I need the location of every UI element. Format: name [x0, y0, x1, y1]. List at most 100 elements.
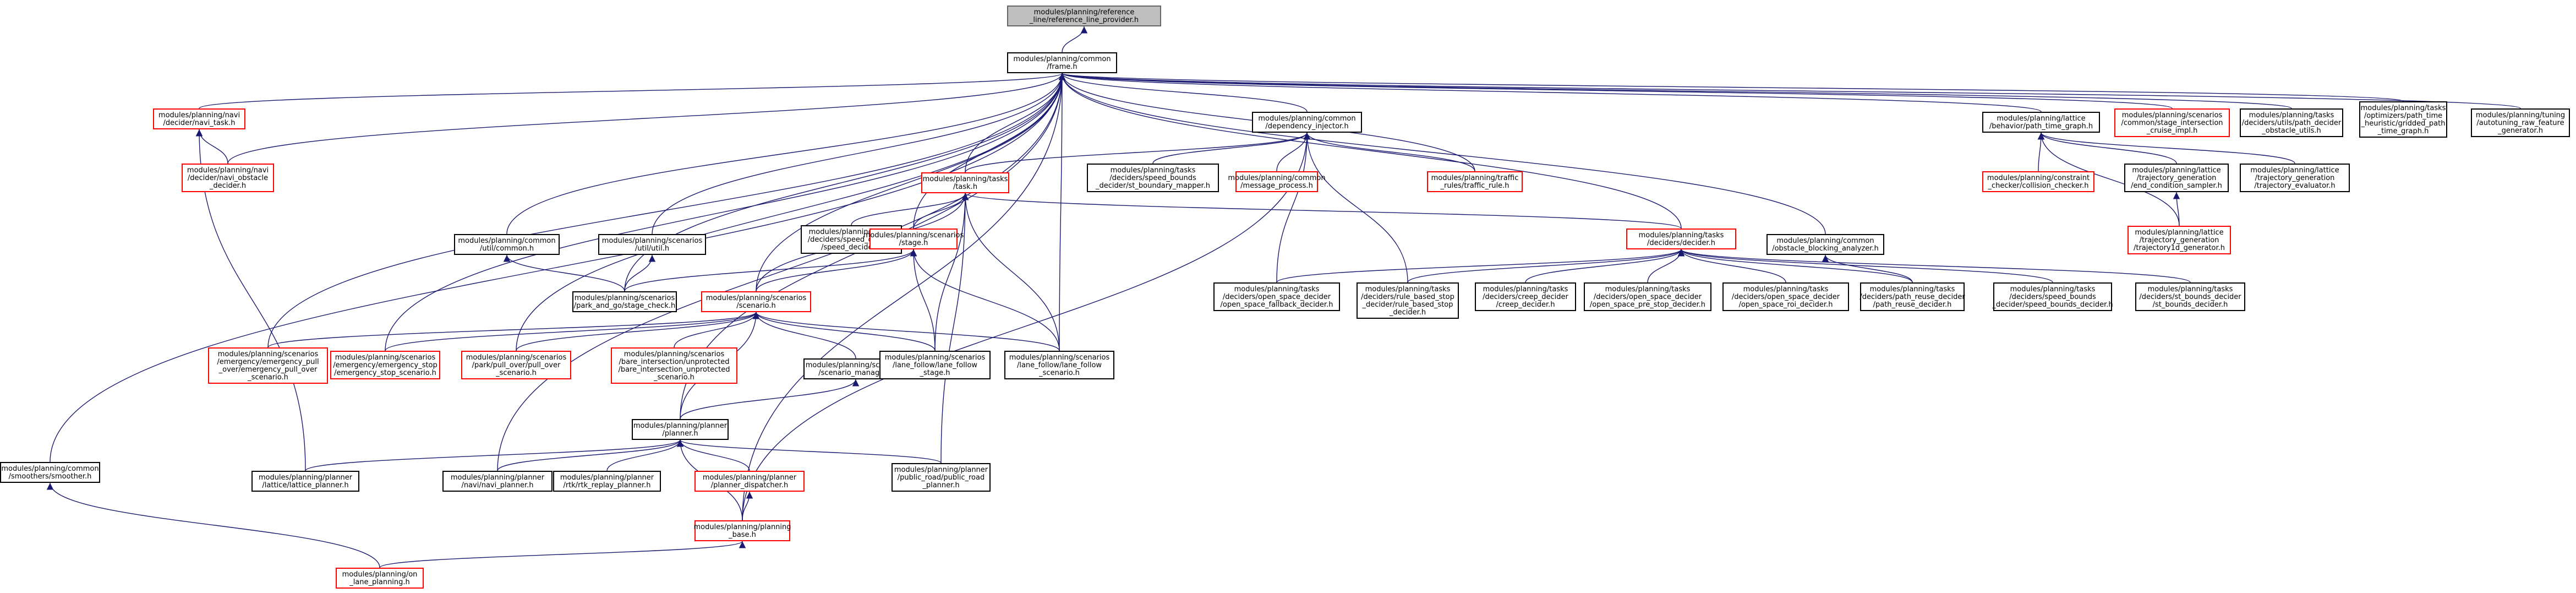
graph-node[interactable]: modules/planning/planner/planner.h: [632, 419, 729, 440]
graph-node[interactable]: modules/planning/planning_base.h: [693, 520, 791, 541]
graph-node[interactable]: modules/planning/traffic_rules/traffic_r…: [1427, 171, 1523, 192]
node-label-line: /optimizers/path_time: [2364, 112, 2442, 120]
node-box: [1993, 282, 2112, 311]
node-label-line: /obstacle_blocking_analyzer.h: [1772, 244, 1879, 253]
graph-node[interactable]: modules/planning/scenarios/util/util.h: [598, 234, 706, 255]
node-label-line: /emergency/emergency_pull: [217, 358, 319, 366]
graph-node[interactable]: modules/planning/tasks/optimizers/path_t…: [2359, 101, 2447, 138]
graph-node[interactable]: modules/planning/tasks/task.h: [921, 172, 1009, 193]
graph-node[interactable]: modules/planning/planner/public_road/pub…: [892, 463, 991, 492]
node-box: [553, 471, 661, 492]
graph-node[interactable]: modules/planning/tasks/deciders/st_bound…: [2135, 282, 2245, 311]
graph-node[interactable]: modules/planning/scenarios/lane_follow/l…: [879, 351, 991, 379]
node-label-line: modules/planning/common: [1776, 237, 1874, 245]
graph-node[interactable]: modules/planning/lattice/trajectory_gene…: [2124, 164, 2229, 192]
graph-node[interactable]: modules/planning/scenarios/emergency/eme…: [330, 351, 440, 379]
node-box: [921, 172, 1009, 193]
node-label-line: /st_bounds_decider.h: [2153, 301, 2228, 309]
edge-n2-to-n1: [199, 73, 1065, 109]
graph-node[interactable]: modules/planning/tasks/deciders/open_spa…: [1584, 282, 1711, 311]
node-label-line: _stage.h: [920, 369, 950, 377]
graph-node[interactable]: modules/planning/navi/decider/navi_task.…: [153, 108, 245, 129]
node-label-line: _planner.h: [922, 481, 959, 489]
graph-node[interactable]: modules/planning/common/frame.h: [1007, 52, 1117, 73]
graph-node[interactable]: modules/planning/common/util/common.h: [454, 234, 560, 255]
graph-node[interactable]: modules/planning/tasks/deciders/decider.…: [1626, 229, 1736, 249]
graph-node[interactable]: modules/planning/scenarios/stage.h: [863, 229, 964, 249]
node-label-line: modules/planning/scenarios: [624, 350, 725, 358]
node-label-line: _scenario.h: [1038, 369, 1080, 377]
node-label-line: modules/planning/lattice: [2250, 166, 2339, 175]
graph-node[interactable]: modules/planning/common/obstacle_blockin…: [1766, 234, 1884, 255]
graph-node[interactable]: modules/planning/scenarios/common/stage_…: [2114, 108, 2230, 137]
graph-node[interactable]: modules/planning/tasks/deciders/utils/pa…: [2240, 108, 2343, 137]
edge-n25-to-n23: [756, 249, 917, 292]
edge-n40-to-n25: [752, 312, 1060, 351]
graph-node[interactable]: modules/planning/lattice/trajectory_gene…: [2127, 226, 2231, 254]
edge-n20-to-n1: [506, 73, 1066, 235]
graph-node[interactable]: modules/planning/lattice/trajectory_gene…: [2240, 164, 2350, 192]
edge-n3-to-n2: [195, 129, 228, 164]
node-label-line: modules/planning/lattice: [2132, 166, 2220, 175]
edge-n35-to-n25: [385, 312, 760, 351]
edge-n17-to-n1: [1059, 73, 2292, 109]
node-label-line: modules/planning/common: [1013, 55, 1111, 63]
node-label-line: modules/planning/common: [1228, 174, 1325, 182]
graph-node[interactable]: modules/planning/scenarios/bare_intersec…: [611, 347, 737, 384]
graph-node[interactable]: modules/planning/tasks/deciders/open_spa…: [1213, 282, 1340, 311]
graph-node[interactable]: modules/planning/common/dependency_injec…: [1252, 112, 1362, 133]
graph-node[interactable]: modules/planning/scenarios/park_and_go/s…: [572, 291, 677, 312]
node-box: [2359, 101, 2447, 138]
node-label-line: /public_road/public_road: [898, 474, 985, 482]
edge-n43-to-n2: [195, 129, 306, 471]
edges-layer: [46, 26, 2521, 568]
graph-node[interactable]: modules/planning/scenarios/scenario.h: [701, 291, 811, 312]
node-label-line: /dependency_injector.h: [1265, 122, 1348, 130]
node-box: [1766, 234, 1884, 255]
edge-n5-to-n1: [965, 73, 1066, 173]
graph-node[interactable]: modules/planning/common/message_process.…: [1228, 171, 1326, 192]
graph-node[interactable]: modules/planning/tasks/deciders/rule_bas…: [1357, 282, 1459, 319]
graph-node[interactable]: modules/planning/navi/decider/navi_obsta…: [182, 164, 274, 192]
node-box: [1235, 171, 1318, 192]
node-label-line: modules/planning/scenarios: [706, 294, 807, 302]
graph-node[interactable]: modules/planning/planner/planner_dispatc…: [694, 471, 805, 492]
node-label-line: modules/planning/lattice: [2135, 229, 2223, 237]
node-label-line: modules/planning/scenarios: [466, 353, 567, 362]
node-label-line: _time_graph.h: [2377, 127, 2429, 135]
edge-n21-to-n1: [652, 73, 1066, 235]
graph-node[interactable]: modules/planning/lattice/behavior/path_t…: [1982, 112, 2100, 133]
graph-node[interactable]: modules/planning/on_lane_planning.h: [336, 568, 424, 589]
edge-n35-to-n1: [385, 73, 1066, 351]
graph-node[interactable]: modules/planning/tasks/deciders/path_reu…: [1859, 282, 1965, 311]
node-box: [598, 234, 706, 255]
graph-node[interactable]: modules/planning/tasks/deciders/speed_bo…: [1992, 282, 2113, 311]
graph-node[interactable]: modules/planning/common/smoothers/smooth…: [0, 462, 100, 483]
graph-node[interactable]: modules/planning/planner/rtk/rtk_replay_…: [553, 471, 661, 492]
graph-node[interactable]: modules/planning/tasks/deciders/open_spa…: [1722, 282, 1849, 311]
graph-node[interactable]: modules/planning/scenarios/emergency/eme…: [208, 347, 328, 384]
edge-n27-to-n4: [1303, 132, 1408, 283]
edge-n40-to-n23: [910, 249, 1060, 351]
node-label-line: modules/planning/scenarios: [2122, 111, 2223, 119]
graph-node[interactable]: modules/planning/scenarios/lane_follow/l…: [1004, 351, 1114, 379]
node-label-line: modules/planning/planner: [633, 422, 728, 430]
graph-node[interactable]: modules/planning/planner/lattice/lattice…: [251, 471, 359, 492]
graph-node[interactable]: modules/planning/tasks/deciders/creep_de…: [1475, 282, 1576, 311]
root-node[interactable]: This graph shows which files directly or…: [1007, 6, 1161, 26]
edge-n9-to-n1: [1058, 73, 1682, 229]
node-label-line: /deciders/st_bounds_decider: [2139, 293, 2241, 301]
node-label-line: modules/planning/planner: [560, 474, 654, 482]
node-label-line: /lane_follow/lane_follow: [893, 361, 977, 369]
edge-n48-to-n4: [742, 132, 1311, 521]
graph-node[interactable]: modules/planning/tasks/deciders/speed_bo…: [1087, 164, 1219, 192]
node-label-line: modules/planning/planning: [693, 523, 791, 531]
graph-node[interactable]: modules/planning/planner/navi/navi_plann…: [442, 471, 553, 492]
graph-node[interactable]: modules/planning/constraint_checker/coll…: [1982, 171, 2094, 192]
edge-n18-to-n1: [1059, 73, 2404, 102]
graph-node[interactable]: modules/planning/scenarios/park/pull_ove…: [461, 351, 571, 379]
node-label-line: _over/emergency_pull_over: [218, 366, 318, 374]
graph-node[interactable]: modules/planning/tuning/autotuning_raw_f…: [2471, 108, 2570, 137]
edge-n25-to-n1: [756, 73, 1066, 292]
